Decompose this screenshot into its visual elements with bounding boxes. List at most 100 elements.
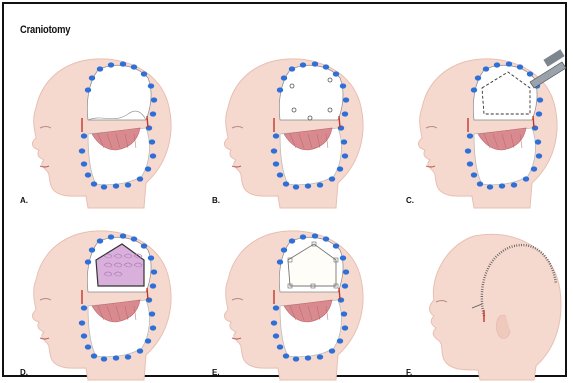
scalp-clip — [338, 297, 344, 302]
scalp-clip — [342, 283, 348, 288]
scalp-clip — [273, 161, 279, 166]
scalp-clip — [131, 236, 137, 241]
scalp-clip — [150, 111, 156, 116]
scalp-clip — [483, 66, 489, 71]
panel-e: E. — [210, 220, 375, 380]
scalp-clip — [342, 111, 348, 116]
figure-title: Craniotomy — [20, 24, 70, 36]
scalp-clip — [277, 87, 283, 92]
scalp-clip — [340, 255, 346, 260]
scalp-clip — [131, 64, 137, 69]
scalp-clip — [137, 348, 143, 353]
scalp-clip — [289, 238, 295, 243]
scalp-clip — [141, 71, 147, 76]
scalp-clip — [108, 62, 114, 67]
scalp-clip — [113, 355, 119, 360]
scalp-clip — [108, 234, 114, 239]
scalp-clip — [312, 61, 318, 66]
scalp-clip — [101, 184, 107, 189]
scalp-clip — [101, 356, 107, 361]
scalp-clip — [120, 61, 126, 66]
scalp-clip — [333, 243, 339, 248]
scalp-clip — [151, 269, 157, 274]
scalp-clip — [341, 139, 347, 144]
scalp-clip — [137, 176, 143, 181]
scalp-clip — [273, 305, 279, 310]
scalp-clip — [537, 97, 543, 102]
scalp-clip — [293, 356, 299, 361]
scalp-clip — [323, 64, 329, 69]
scalp-clip — [85, 87, 91, 92]
scalp-clip — [333, 71, 339, 76]
scalp-clip — [81, 133, 87, 138]
scalp-clip — [494, 62, 500, 67]
scalp-clip — [79, 148, 85, 153]
scalp-clip — [148, 83, 154, 88]
scalp-clip — [148, 255, 154, 260]
scalp-clip — [97, 238, 103, 243]
scalp-clip — [141, 243, 147, 248]
panel-f: F. — [404, 220, 569, 380]
panel-c: C. — [404, 48, 569, 208]
scalp-clip — [150, 325, 156, 330]
scalp-clip — [536, 111, 542, 116]
scalp-clip — [499, 183, 505, 188]
scalp-clip — [289, 66, 295, 71]
scalp-clip — [305, 183, 311, 188]
scalp-clip — [342, 325, 348, 330]
scalp-clip — [487, 184, 493, 189]
scalp-clip — [293, 184, 299, 189]
panel-label-d: D. — [20, 368, 28, 377]
scalp-clip — [81, 161, 87, 166]
scalp-clip — [467, 161, 473, 166]
scalp-clip — [145, 166, 151, 171]
scalp-clip — [343, 269, 349, 274]
scalp-clip — [113, 183, 119, 188]
scalp-clip — [467, 133, 473, 138]
scalp-clip — [271, 148, 277, 153]
scalp-clip — [329, 176, 335, 181]
scalp-clip — [536, 153, 542, 158]
scalp-clip — [146, 297, 152, 302]
scalp-clip — [125, 182, 131, 187]
scalp-clip — [343, 97, 349, 102]
scalp-clip — [149, 311, 155, 316]
scalp-clip — [317, 354, 323, 359]
scalp-clip — [471, 172, 477, 177]
scalp-clip — [149, 139, 155, 144]
scalp-clip — [475, 75, 481, 80]
scalp-clip — [97, 66, 103, 71]
scalp-clip — [477, 181, 483, 186]
scalp-clip — [283, 181, 289, 186]
scalp-clip — [91, 181, 97, 186]
scalp-clip — [145, 338, 151, 343]
scalp-clip — [125, 354, 131, 359]
scalp-clip — [523, 176, 529, 181]
scalp-clip — [91, 353, 97, 358]
head-illustration-d — [18, 220, 183, 380]
scalp-clip — [532, 125, 538, 130]
scalp-clip — [85, 259, 91, 264]
panel-b: B. — [210, 48, 375, 208]
scalp-clip — [342, 153, 348, 158]
scalp-clip — [471, 87, 477, 92]
head-illustration-a — [18, 48, 183, 208]
scalp-clip — [277, 172, 283, 177]
scalp-clip — [277, 259, 283, 264]
scalp-clip — [527, 71, 533, 76]
scalp-clip — [281, 247, 287, 252]
scalp-clip — [273, 133, 279, 138]
panel-d: D. — [18, 220, 183, 380]
head-illustration-c — [404, 48, 569, 208]
scalp-clip — [338, 125, 344, 130]
scalp-clip — [150, 153, 156, 158]
scalp-clip — [89, 75, 95, 80]
scalp-clip — [273, 333, 279, 338]
scalp-clip — [300, 62, 306, 67]
scalp-clip — [511, 182, 517, 187]
incision-mark — [339, 288, 340, 300]
scalp-clip — [340, 83, 346, 88]
scalp-clip — [341, 311, 347, 316]
scalp-clip — [312, 233, 318, 238]
incision-mark — [147, 288, 148, 300]
